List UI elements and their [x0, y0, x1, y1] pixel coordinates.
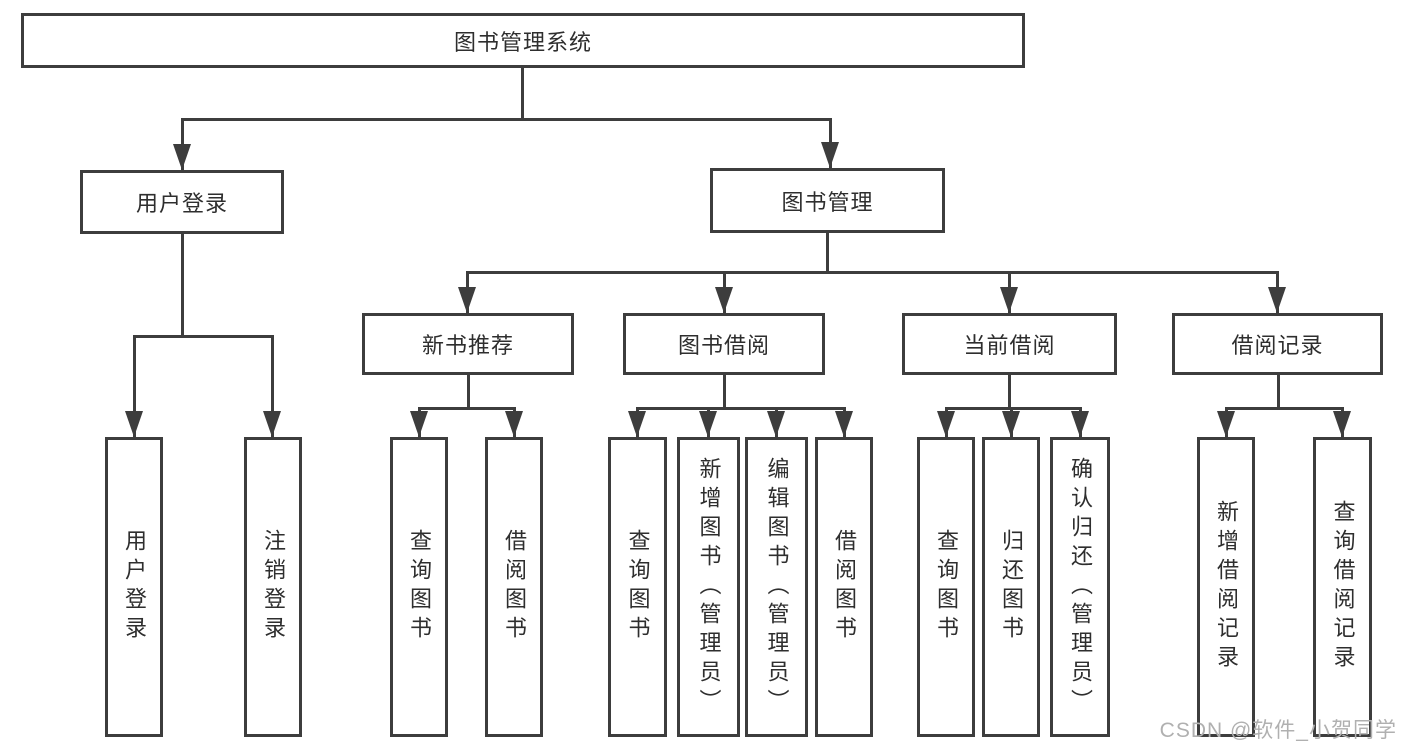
arrow-down-icon [937, 411, 955, 437]
leaf-confirm-return-admin: 确认归还（管理员） [1050, 437, 1110, 737]
leaf-query-books-recommend: 查询图书 [390, 437, 448, 737]
leaf-query-books-borrowing: 查询图书 [608, 437, 667, 737]
connector-line [723, 375, 726, 407]
arrow-down-icon [715, 287, 733, 313]
connector-line [1008, 375, 1011, 407]
leaf-label: 新增借阅记录 [1214, 500, 1239, 674]
leaf-user-login: 用户登录 [105, 437, 163, 737]
leaf-return-books: 归还图书 [982, 437, 1040, 737]
arrow-down-icon [767, 411, 785, 437]
node-current-borrowing: 当前借阅 [902, 313, 1117, 375]
arrow-down-icon [1000, 287, 1018, 313]
connector-line [418, 407, 516, 410]
connector-line [1225, 407, 1344, 410]
leaf-borrow-books-borrowing: 借阅图书 [815, 437, 873, 737]
leaf-query-borrow-record: 查询借阅记录 [1313, 437, 1372, 737]
leaf-label: 借阅图书 [832, 529, 857, 645]
connector-line [945, 407, 1082, 410]
leaf-label: 编辑图书（管理员） [764, 456, 790, 718]
leaf-label: 查询图书 [934, 529, 959, 645]
leaf-label: 查询图书 [407, 529, 432, 645]
leaf-label: 归还图书 [999, 529, 1024, 645]
leaf-label: 确认归还（管理员） [1068, 456, 1093, 718]
node-book-management: 图书管理 [710, 168, 945, 233]
arrow-down-icon [821, 142, 839, 168]
node-borrowing-records: 借阅记录 [1172, 313, 1383, 375]
node-book-borrowing: 图书借阅 [623, 313, 825, 375]
arrow-down-icon [458, 287, 476, 313]
leaf-label: 借阅图书 [502, 529, 527, 645]
leaf-query-books-current: 查询图书 [917, 437, 975, 737]
connector-line [826, 231, 829, 271]
node-user-login: 用户登录 [80, 170, 284, 234]
leaf-borrow-books-recommend: 借阅图书 [485, 437, 543, 737]
arrow-down-icon [505, 411, 523, 437]
arrow-down-icon [410, 411, 428, 437]
connector-line [133, 335, 274, 338]
leaf-logout-login: 注销登录 [244, 437, 302, 737]
arrow-down-icon [1268, 287, 1286, 313]
connector-line [181, 233, 184, 335]
leaf-label: 查询图书 [625, 529, 651, 645]
arrow-down-icon [1071, 411, 1089, 437]
connector-line [636, 407, 846, 410]
node-new-book-recommend: 新书推荐 [362, 313, 574, 375]
connector-line [521, 68, 524, 120]
arrow-down-icon [699, 411, 717, 437]
leaf-edit-books-admin: 编辑图书（管理员） [745, 437, 808, 737]
arrow-down-icon [1217, 411, 1235, 437]
leaf-label: 查询借阅记录 [1330, 500, 1356, 674]
connector-line [1277, 375, 1280, 407]
arrow-down-icon [263, 411, 281, 437]
leaf-label: 注销登录 [261, 529, 286, 645]
arrow-down-icon [125, 411, 143, 437]
leaf-add-books-admin: 新增图书（管理员） [677, 437, 740, 737]
arrow-down-icon [835, 411, 853, 437]
leaf-label: 用户登录 [122, 529, 147, 645]
connector-line [467, 375, 470, 407]
connector-line [181, 118, 831, 121]
connector-line [466, 271, 1279, 274]
connector-line [271, 335, 274, 437]
leaf-label: 新增图书（管理员） [696, 456, 722, 718]
node-library-system: 图书管理系统 [21, 13, 1025, 68]
csdn-watermark: CSDN @软件_小贺同学 [1159, 719, 1397, 742]
arrow-down-icon [1333, 411, 1351, 437]
arrow-down-icon [1002, 411, 1020, 437]
arrow-down-icon [173, 144, 191, 170]
connector-line [133, 335, 136, 437]
leaf-add-borrow-record: 新增借阅记录 [1197, 437, 1255, 737]
arrow-down-icon [628, 411, 646, 437]
